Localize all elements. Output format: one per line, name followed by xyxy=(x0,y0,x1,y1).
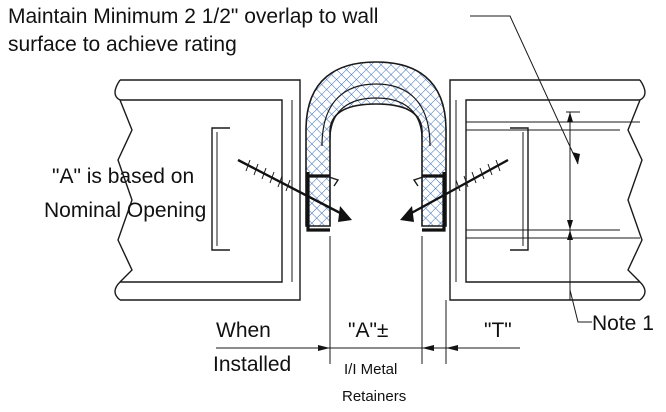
t-dimension-label: "T" xyxy=(484,319,512,342)
left-wall-assembly xyxy=(114,79,301,301)
retainer-label-line2: Retainers xyxy=(342,388,406,405)
left-screw xyxy=(237,158,352,222)
a-basis-line1: "A" is based on xyxy=(52,165,194,188)
note1-label: Note 1 xyxy=(592,312,654,335)
overlap-note-leader xyxy=(470,15,580,165)
right-metal-retainer xyxy=(412,172,446,232)
overlap-note-line1: Maintain Minimum 2 1/2" overlap to wall xyxy=(8,5,378,28)
retainer-label-line1: I/I Metal xyxy=(344,361,397,378)
bottom-dimensions xyxy=(216,236,520,364)
when-installed-line2: Installed xyxy=(213,353,291,376)
a-basis-line2: Nominal Opening xyxy=(44,199,206,222)
when-installed-line1: When xyxy=(216,319,271,342)
note1-dimension xyxy=(566,111,592,323)
right-wall-assembly xyxy=(449,79,646,301)
overlap-note-line2: surface to achieve rating xyxy=(8,33,237,56)
compressible-seal xyxy=(305,61,447,227)
a-dimension-label: "A"± xyxy=(348,319,388,342)
right-screw xyxy=(400,158,509,222)
left-metal-retainer xyxy=(306,172,340,232)
